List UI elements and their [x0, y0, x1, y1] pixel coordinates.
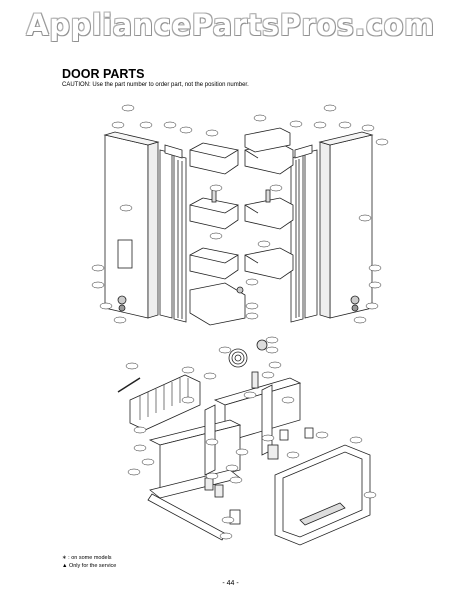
- right-door-assembly: [290, 131, 374, 323]
- callouts-upper: [91, 104, 389, 324]
- legend-some-models: ∗ : on some models: [62, 555, 112, 561]
- page-title: DOOR PARTS: [62, 67, 145, 81]
- page-number: - 44 -: [222, 580, 239, 587]
- watermark: AppliancePartsPros.com: [26, 8, 435, 42]
- left-door-assembly: [103, 131, 187, 323]
- legend-service-only: ▲ Only for the service: [62, 563, 117, 569]
- callouts-lower: [125, 336, 377, 540]
- drawer-assembly: [117, 339, 371, 546]
- door-bins: [189, 127, 294, 326]
- caution-note: CAUTION: Use the part number to order pa…: [62, 82, 249, 88]
